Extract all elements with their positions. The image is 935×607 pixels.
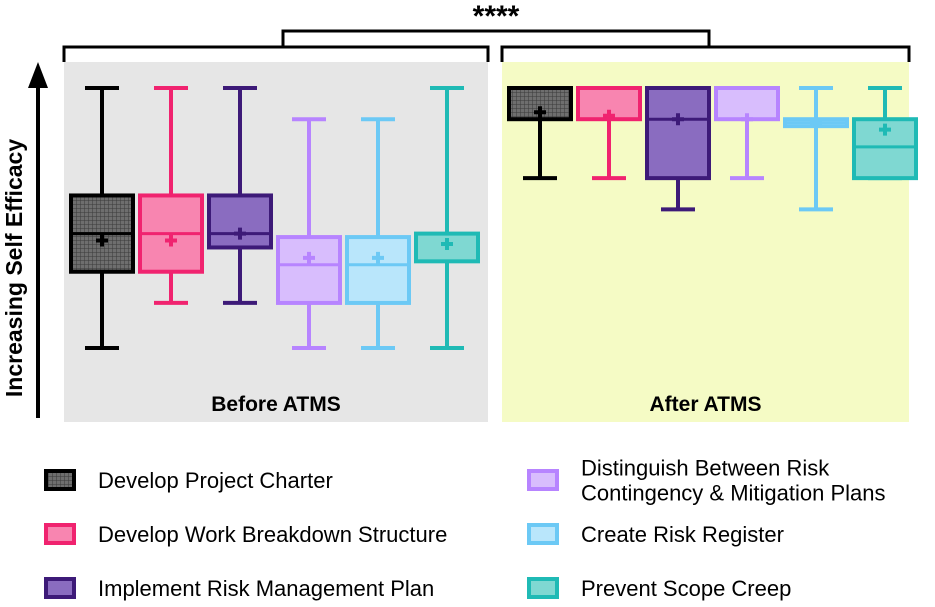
box-1-5 bbox=[852, 86, 918, 181]
mean-marker bbox=[879, 123, 891, 136]
box-0-2 bbox=[207, 86, 273, 305]
mean-marker bbox=[303, 251, 315, 264]
legend-swatch bbox=[44, 577, 76, 599]
mean-marker bbox=[441, 238, 453, 250]
legend-label: Create Risk Register bbox=[581, 522, 784, 547]
legend-item-5: Prevent Scope Creep bbox=[527, 576, 791, 601]
box-iqr bbox=[276, 235, 342, 305]
box-iqr bbox=[207, 193, 273, 250]
legend-swatch bbox=[527, 469, 559, 491]
box-0-0 bbox=[69, 86, 135, 350]
mean-marker bbox=[96, 234, 108, 247]
box-iqr bbox=[645, 86, 711, 181]
mean-marker bbox=[603, 109, 615, 122]
box-0-5 bbox=[414, 86, 480, 350]
mean-marker bbox=[165, 234, 177, 247]
legend-label: Develop Project Charter bbox=[98, 468, 333, 493]
legend-swatch bbox=[44, 523, 76, 545]
legend-label: Contingency & Mitigation Plans bbox=[581, 481, 886, 506]
mean-marker bbox=[372, 251, 384, 264]
box-iqr bbox=[345, 235, 411, 305]
legend-swatch bbox=[44, 469, 76, 491]
significance-bracket bbox=[62, 29, 911, 62]
legend-item-4: Create Risk Register bbox=[527, 522, 784, 547]
legend-item-1: Develop Work Breakdown Structure bbox=[44, 522, 447, 547]
box-0-4 bbox=[345, 117, 411, 350]
legend-swatch bbox=[527, 523, 559, 545]
box-1-3 bbox=[714, 86, 780, 181]
mean-marker bbox=[534, 106, 546, 119]
legend-item-2: Implement Risk Management Plan bbox=[44, 576, 434, 601]
legend-item-0: Develop Project Charter bbox=[44, 468, 333, 493]
legend-label: Implement Risk Management Plan bbox=[98, 576, 434, 601]
legend-swatch bbox=[527, 577, 559, 599]
mean-marker bbox=[234, 227, 246, 240]
box-1-4 bbox=[783, 86, 849, 212]
significance-label: **** bbox=[473, 0, 520, 33]
panel-label-1: After ATMS bbox=[650, 393, 762, 416]
mean-marker bbox=[672, 113, 684, 126]
y-axis-arrowhead bbox=[28, 62, 48, 88]
mean-marker bbox=[741, 113, 753, 126]
box-0-1 bbox=[138, 86, 204, 305]
box-1-2 bbox=[645, 86, 711, 212]
legend-label: Distinguish Between Risk bbox=[581, 456, 830, 481]
panel-label-0: Before ATMS bbox=[211, 393, 341, 416]
legend-label: Develop Work Breakdown Structure bbox=[98, 522, 447, 547]
box-1-0 bbox=[507, 86, 573, 181]
mean-marker bbox=[810, 116, 822, 129]
box-1-1 bbox=[576, 86, 642, 181]
box-0-3 bbox=[276, 117, 342, 350]
y-axis-label: Increasing Self Efficacy bbox=[1, 139, 27, 397]
legend-label: Prevent Scope Creep bbox=[581, 576, 791, 601]
